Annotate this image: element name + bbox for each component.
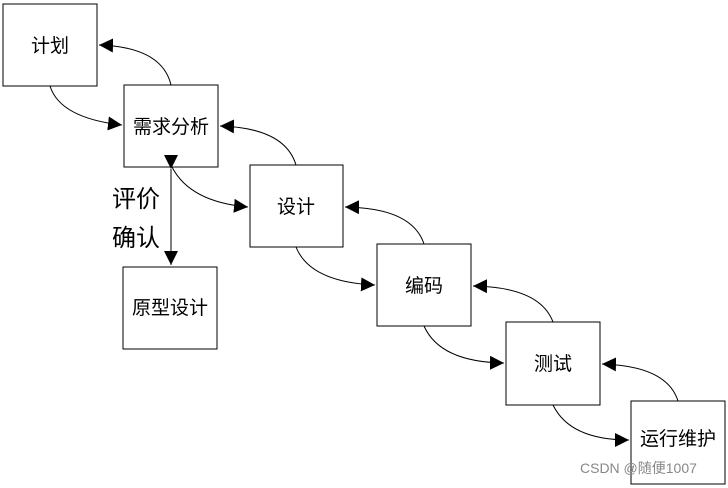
stage-testing: 测试 [505,321,601,406]
arrow-testing-to-maintenance [552,404,630,447]
stage-coding: 编码 [376,243,472,327]
stage-maintenance: 运行维护 [630,400,726,485]
stage-plan: 计划 [2,3,98,87]
arrow-design-to-coding [295,246,376,292]
stage-plan-label: 计划 [31,35,69,57]
stage-analysis-label: 需求分析 [133,116,209,138]
stage-analysis: 需求分析 [123,84,219,168]
arrow-maintenance-to-testing [601,357,679,402]
arrow-coding-to-design [344,200,425,245]
stage-maintenance-label: 运行维护 [640,428,716,450]
arrow-plan-to-analysis [49,85,123,131]
prototype-box: 原型设计 [122,266,218,350]
stage-design: 设计 [249,164,344,248]
arrow-testing-to-coding [472,279,554,323]
arrow-analysis-to-plan [98,38,172,86]
watermark: CSDN @随便1007 [580,460,697,476]
prototype-label: 原型设计 [132,297,208,319]
arrow-coding-to-testing [423,325,505,370]
arrow-analysis-to-design [171,166,249,213]
review-label-line2: 确认 [112,224,160,252]
stage-coding-label: 编码 [405,275,443,297]
review-label-line1: 评价 [112,185,160,213]
arrow-design-to-analysis [219,119,297,166]
stage-design-label: 设计 [277,196,315,218]
stage-testing-label: 测试 [534,353,572,375]
